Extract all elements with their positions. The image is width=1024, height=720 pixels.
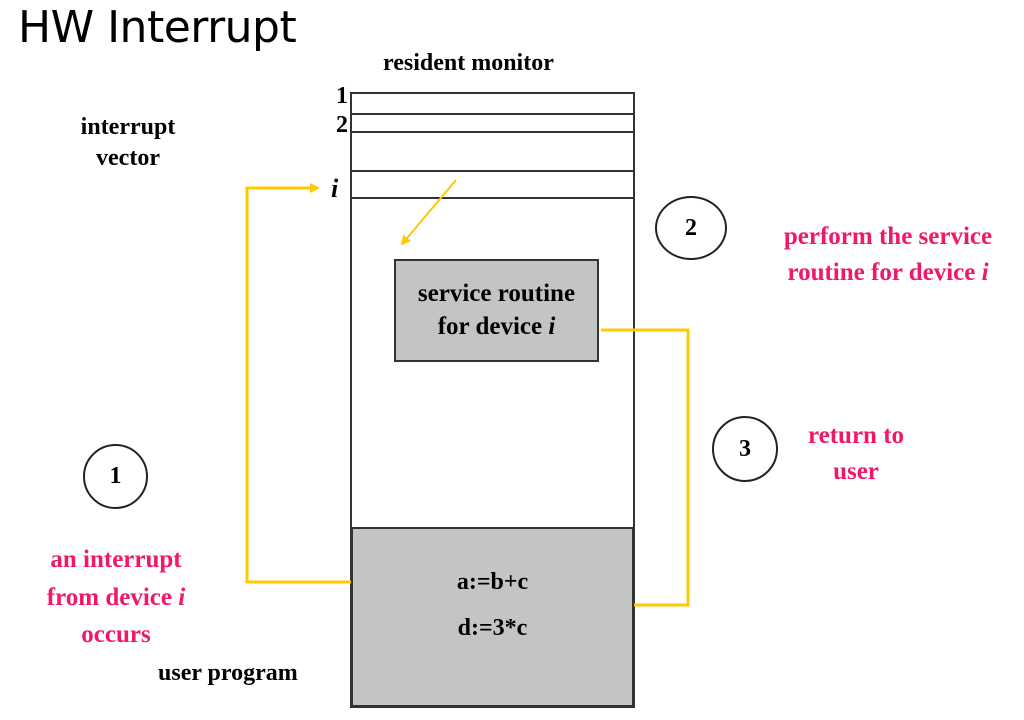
user-program-box: a:=b+c d:=3*c <box>351 527 634 707</box>
interrupt-vector-label: interrupt vector <box>60 112 196 174</box>
step-3-text: return to user <box>786 418 926 491</box>
vector-to-routine-arrow <box>400 179 457 246</box>
slide-title: HW Interrupt <box>18 2 297 53</box>
step-2-text-line2: routine for device i <box>752 255 1024 291</box>
step-2-var: i <box>981 259 989 287</box>
service-routine-box: service routine for device i <box>394 259 599 362</box>
interrupt-vector-label-line1: interrupt <box>80 114 176 140</box>
step-3-badge: 3 <box>712 416 778 482</box>
step-2-text: perform the service routine for device i <box>752 219 1024 292</box>
step-3-text-line2: user <box>833 458 879 486</box>
service-routine-line2: for device i <box>438 311 556 344</box>
step-2-prefix: routine for device <box>787 259 982 287</box>
step-2-badge: 2 <box>655 196 727 260</box>
vector-slot-label-2: 2 <box>336 112 348 138</box>
step-1-text-line3: occurs <box>81 621 151 648</box>
vector-slot-label-i: i <box>331 174 339 203</box>
code-line-1: a:=b+c <box>456 569 529 595</box>
step-1-var: i <box>178 583 186 611</box>
step-1-text-line1: an interrupt <box>50 546 182 573</box>
step-3-text-line1: return to <box>807 422 905 449</box>
vector-slot-label-1: 1 <box>336 83 348 109</box>
service-routine-prefix: for device <box>437 312 549 340</box>
step-1-badge: 1 <box>83 444 148 509</box>
resident-monitor-label: resident monitor <box>383 50 554 76</box>
user-program-label: user program <box>158 660 298 686</box>
return-arrow <box>592 328 690 610</box>
step-1-text-line2: from device i <box>18 579 214 617</box>
step-2-text-line1: perform the service <box>783 223 993 250</box>
interrupt-vector-label-line2: vector <box>96 145 160 172</box>
service-routine-var: i <box>548 312 556 340</box>
step-1-prefix: from device <box>46 583 179 611</box>
code-line-2: d:=3*c <box>457 615 528 641</box>
service-routine-line1: service routine <box>417 280 576 307</box>
step-1-text: an interrupt from device i occurs <box>18 541 214 654</box>
interrupt-arrow <box>245 183 372 584</box>
